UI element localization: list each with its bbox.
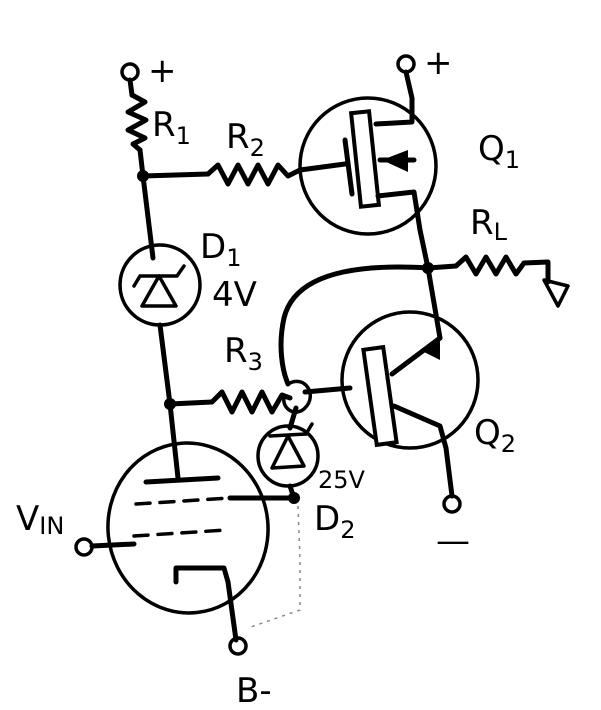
q1-channel-bar — [348, 109, 382, 209]
resistor-r3 — [209, 389, 293, 415]
wire-output-rl — [425, 263, 459, 271]
label-vin: VIN — [16, 499, 64, 540]
wire-cathode-bminus — [225, 579, 239, 643]
label-d2: D2 — [314, 499, 355, 544]
diode-d1-envelope — [118, 243, 202, 327]
resistor-rl — [453, 254, 551, 285]
q1-arrow — [382, 150, 408, 172]
tube-envelope — [106, 441, 270, 615]
q2-channel-bar — [361, 344, 399, 448]
ground-arrow — [542, 278, 570, 308]
q1-drain-lead — [373, 69, 415, 127]
tube-grid-2 — [132, 528, 228, 538]
diode-d1-triangle — [140, 274, 178, 308]
resistor-r1 — [125, 92, 149, 153]
minus-terminal — [442, 494, 462, 514]
label-d1: D1 — [200, 227, 241, 272]
resistor-r2 — [205, 162, 303, 187]
wire-feedback-loop — [278, 264, 431, 387]
label-r3: R3 — [224, 331, 263, 376]
wire-nodeA-r2 — [140, 171, 211, 179]
transistor-q1-envelope — [298, 96, 438, 236]
label-d2-voltage: 25V — [318, 466, 366, 494]
q2-source-lead — [391, 403, 455, 499]
wire-q1-output — [417, 227, 431, 271]
label-q1: Q1 — [478, 129, 520, 174]
q1-gate-plate — [342, 137, 355, 197]
plus-label-right: + — [424, 43, 453, 83]
wire-nodeB-tube — [167, 401, 181, 481]
label-q2: Q2 — [474, 413, 516, 458]
label-rl: RL — [470, 203, 508, 246]
diode-d1-bar — [132, 264, 186, 288]
q2-arrow — [424, 338, 440, 360]
tube-cathode — [173, 565, 231, 585]
wire-d1-nodeB — [157, 322, 173, 407]
wire-plus-r1 — [127, 77, 135, 98]
wire-output-q2 — [425, 265, 443, 341]
q1-source-lead — [375, 189, 423, 233]
label-r1: R1 — [152, 105, 191, 150]
plus-label-left: + — [148, 51, 177, 91]
label-d1-voltage: 4V — [212, 275, 257, 315]
label-r2: R2 — [226, 117, 265, 162]
q2-gate-lead — [302, 385, 353, 395]
wire-r2-gate — [297, 161, 348, 173]
dashed-trace — [247, 505, 301, 629]
minus-label: — — [436, 521, 470, 561]
tube-grid-1 — [134, 496, 232, 506]
q2-drain-lead — [389, 335, 443, 377]
label-b-minus: B- — [236, 671, 272, 710]
diode-d2-bar — [268, 422, 314, 438]
wire-vin-grid — [89, 541, 137, 549]
vin-terminal — [74, 537, 94, 557]
b-minus-terminal — [228, 636, 248, 656]
transistor-q2-envelope — [340, 310, 480, 450]
r3-loop — [282, 379, 312, 414]
wire-nodeB-r3 — [167, 399, 215, 407]
tube-plate — [143, 475, 221, 485]
diode-d2-triangle — [270, 434, 306, 470]
